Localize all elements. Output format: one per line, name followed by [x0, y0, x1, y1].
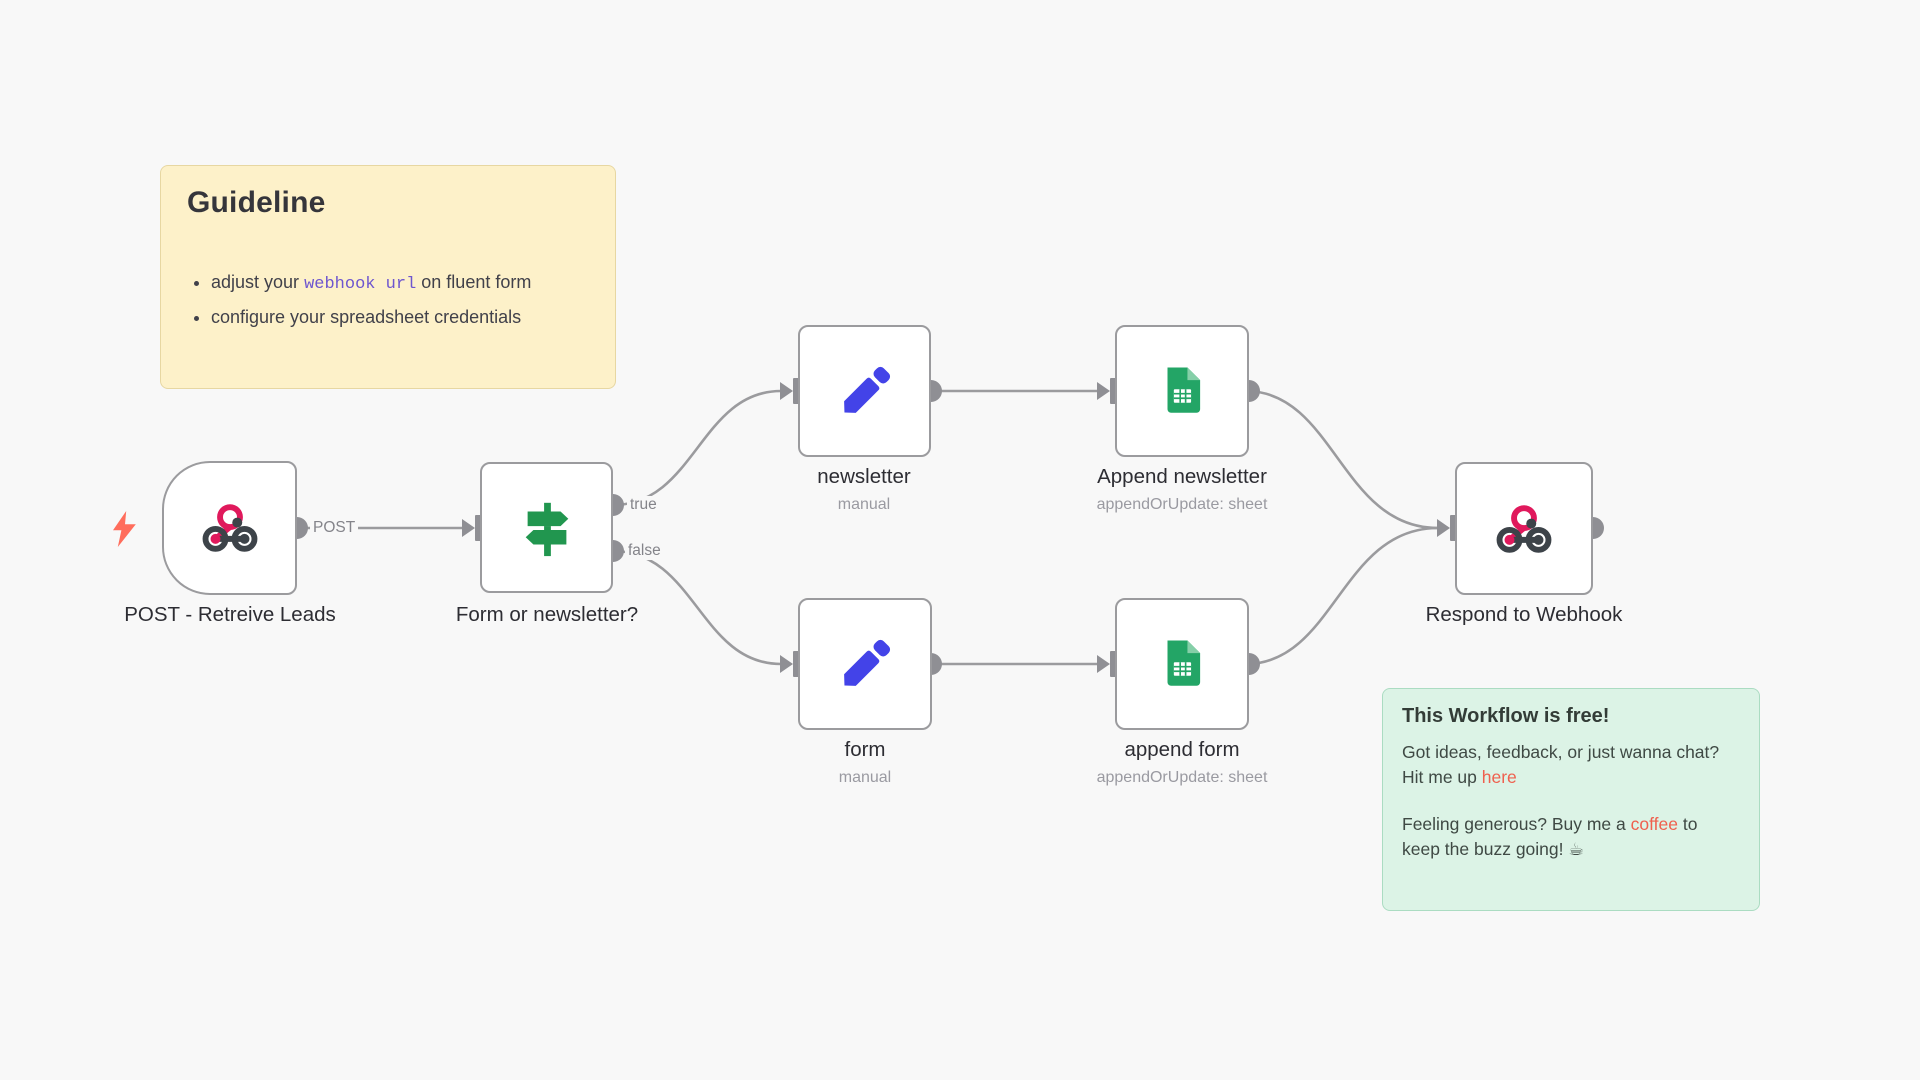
node-form[interactable] — [798, 598, 932, 730]
guideline-title: Guideline — [187, 186, 326, 219]
node-sublabel-append-form: appendOrUpdate: sheet — [1096, 769, 1268, 786]
node-label-respond-webhook: Respond to Webhook — [1425, 603, 1623, 626]
guideline-bullet-credentials: configure your spreadsheet credentials — [211, 301, 589, 334]
pencil-icon — [844, 639, 891, 686]
guideline-list: adjust your webhook url on fluent form c… — [187, 266, 589, 334]
node-label-newsletter: newsletter — [817, 465, 911, 488]
node-switch[interactable] — [480, 462, 613, 593]
node-label-switch: Form or newsletter? — [455, 603, 639, 626]
node-append-form[interactable] — [1115, 598, 1249, 730]
edge-label-true: true — [627, 496, 660, 514]
node-respond-webhook[interactable] — [1455, 462, 1593, 595]
free-workflow-note[interactable]: This Workflow is free! Got ideas, feedba… — [1382, 688, 1760, 911]
edge-appendform-respond — [1248, 526, 1439, 666]
node-label-append-form: append form — [1124, 738, 1240, 761]
coffee-link[interactable]: coffee — [1630, 814, 1678, 834]
node-label-webhook-trigger: POST - Retreive Leads — [124, 603, 336, 626]
pencil-icon — [843, 366, 890, 413]
here-link[interactable]: here — [1481, 767, 1517, 787]
node-label-append-newsletter: Append newsletter — [1097, 465, 1267, 488]
trigger-bolt-icon — [113, 511, 136, 547]
edge-label-post: POST — [310, 519, 359, 537]
sheets-icon — [1167, 640, 1201, 686]
free-note-title: This Workflow is free! — [1402, 705, 1610, 727]
free-note-paragraph-1: Got ideas, feedback, or just wanna chat?… — [1402, 742, 1720, 787]
guideline-bullet-webhook: adjust your webhook url on fluent form — [211, 266, 589, 301]
node-newsletter[interactable] — [798, 325, 931, 457]
sheets-icon — [1167, 367, 1201, 413]
node-webhook-trigger[interactable] — [162, 461, 297, 595]
code-webhook-url: webhook url — [304, 275, 417, 294]
webhook-icon — [1496, 504, 1552, 553]
node-sublabel-newsletter: manual — [837, 496, 891, 513]
node-label-form: form — [844, 738, 886, 761]
node-sublabel-append-newsletter: appendOrUpdate: sheet — [1096, 496, 1268, 513]
signpost-icon — [525, 502, 568, 556]
webhook-icon — [202, 504, 257, 552]
edge-appendnews-respond — [1248, 389, 1439, 530]
node-sublabel-form: manual — [838, 769, 892, 786]
node-append-newsletter[interactable] — [1115, 325, 1249, 457]
edge-label-false: false — [625, 542, 664, 560]
guideline-note[interactable]: Guideline adjust your webhook url on flu… — [160, 165, 616, 389]
free-note-paragraph-2: Feeling generous? Buy me a coffee to kee… — [1402, 814, 1698, 859]
